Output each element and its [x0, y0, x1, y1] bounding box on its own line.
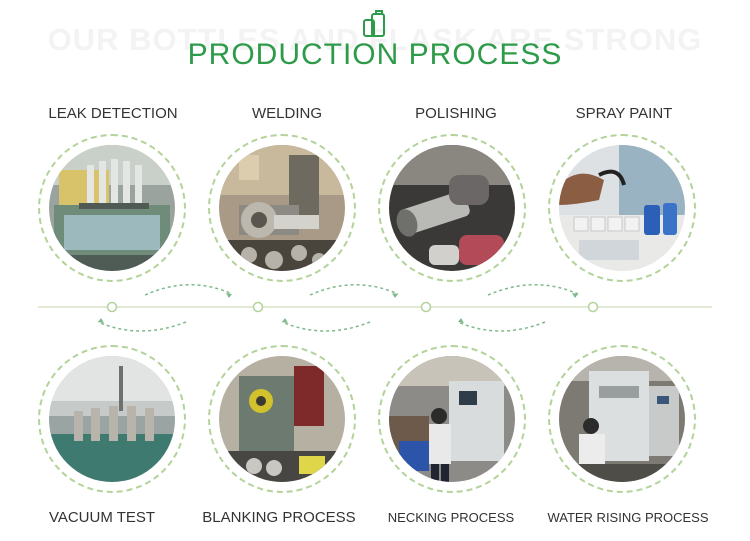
arrow-top-2 — [309, 284, 399, 296]
timeline-node-4 — [587, 301, 599, 313]
step-label-polishing: POLISHING — [415, 105, 497, 122]
arrow-bottom-1 — [97, 321, 187, 332]
step-label-vacuum-test: VACUUM TEST — [48, 509, 156, 526]
welding-machine-picture — [219, 145, 345, 271]
step-label-blanking-process: BLANKING PROCESS — [202, 509, 356, 526]
timeline-node-2 — [252, 301, 264, 313]
photo-necking-process — [378, 345, 526, 493]
step-label-spray-paint: SPRAY PAINT — [575, 105, 673, 122]
step-label-leak-detection: LEAK DETECTION — [48, 105, 178, 122]
water-rising-machine-picture — [559, 356, 685, 482]
photo-blanking-process — [208, 345, 356, 493]
leak-detection-machine-picture — [49, 145, 175, 271]
photo-water-rising-process — [548, 345, 696, 493]
necking-machine-picture — [389, 356, 515, 482]
process-timeline — [38, 284, 712, 332]
photo-leak-detection — [38, 134, 186, 282]
arrow-bottom-3 — [457, 321, 546, 332]
spray-paint-picture — [559, 145, 685, 271]
step-label-welding: WELDING — [251, 105, 322, 122]
arrow-top-1 — [144, 284, 233, 296]
bottle-logo-icon — [363, 10, 385, 37]
vacuum-test-picture — [49, 356, 175, 482]
photo-vacuum-test — [38, 345, 186, 493]
polishing-picture — [389, 145, 515, 271]
step-label-water-rising-process: WATER RISING PROCESS — [547, 510, 709, 525]
photo-spray-paint — [548, 134, 696, 282]
blanking-press-picture — [219, 356, 345, 482]
photo-welding — [208, 134, 356, 282]
timeline-node-3 — [420, 301, 432, 313]
arrow-top-3 — [487, 284, 579, 296]
step-label-necking-process: NECKING PROCESS — [387, 510, 515, 525]
photo-polishing — [378, 134, 526, 282]
arrow-bottom-2 — [281, 321, 371, 332]
timeline-node-1 — [106, 301, 118, 313]
page-title: PRODUCTION PROCESS — [187, 38, 563, 71]
